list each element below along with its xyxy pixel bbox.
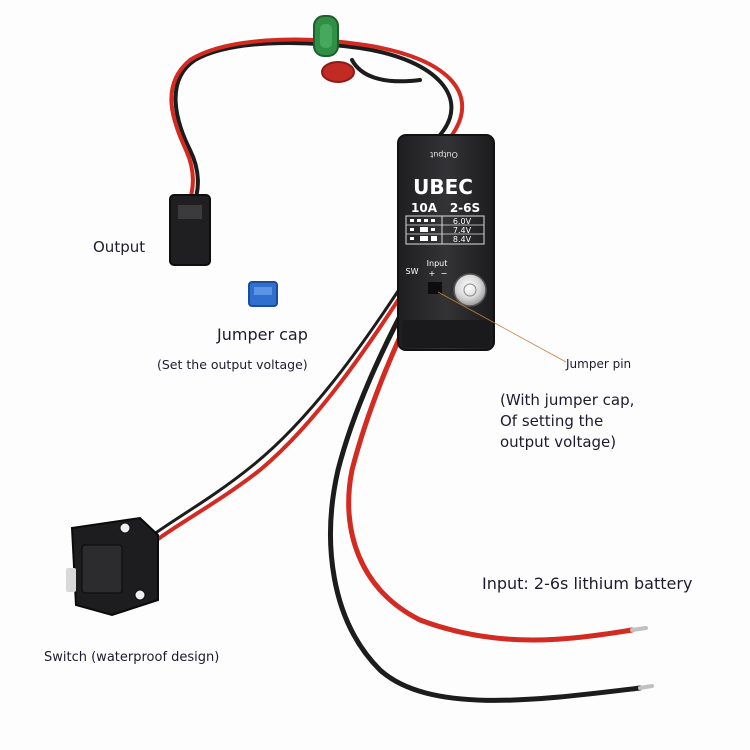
ferrite-ring [313,15,355,83]
jumper-note-line-2: Of setting the [500,412,604,430]
jumper-cap-note: (Set the output voltage) [157,357,308,372]
jumper-pin-note: (With jumper cap, Of setting the output … [500,390,740,453]
power-switch [66,516,159,617]
port-plus-label: + [429,269,436,278]
module-output-text: Output [430,150,458,159]
jumper-cap-label: Jumper cap [217,325,308,344]
voltage-8v: 8.4V [453,235,472,244]
output-label: Output [93,238,146,256]
jumper-pin-leader [437,291,567,363]
port-input-label: Input [427,259,448,268]
jumper-cap [248,281,278,307]
jumper-note-line-3: output voltage) [500,433,617,451]
voltage-6v: 6.0V [453,217,472,226]
voltage-7v: 7.4V [453,226,472,235]
input-wires [144,279,654,703]
switch-label: Switch (waterproof design) [44,650,220,665]
input-label: Input: 2-6s lithium battery [482,574,693,593]
servo-connector [169,194,211,266]
capacitor [453,273,487,307]
port-sw-label: SW [406,267,419,276]
port-minus-label: − [441,269,448,278]
jumper-note-line-1: (With jumper cap, [500,391,635,409]
module-cells: 2-6S [450,201,480,215]
jumper-dot-table: 6.0V 7.4V 8.4V [405,215,485,245]
jumper-pin-socket [428,282,442,294]
output-wires [169,37,465,207]
module-rating: 10A [411,201,438,215]
ubec-module: Output UBEC 10A 2-6S 6.0V 7.4V 8.4V SW I… [397,134,495,351]
module-brand: UBEC [413,175,473,199]
jumper-pin-label: Jumper pin [566,357,632,371]
